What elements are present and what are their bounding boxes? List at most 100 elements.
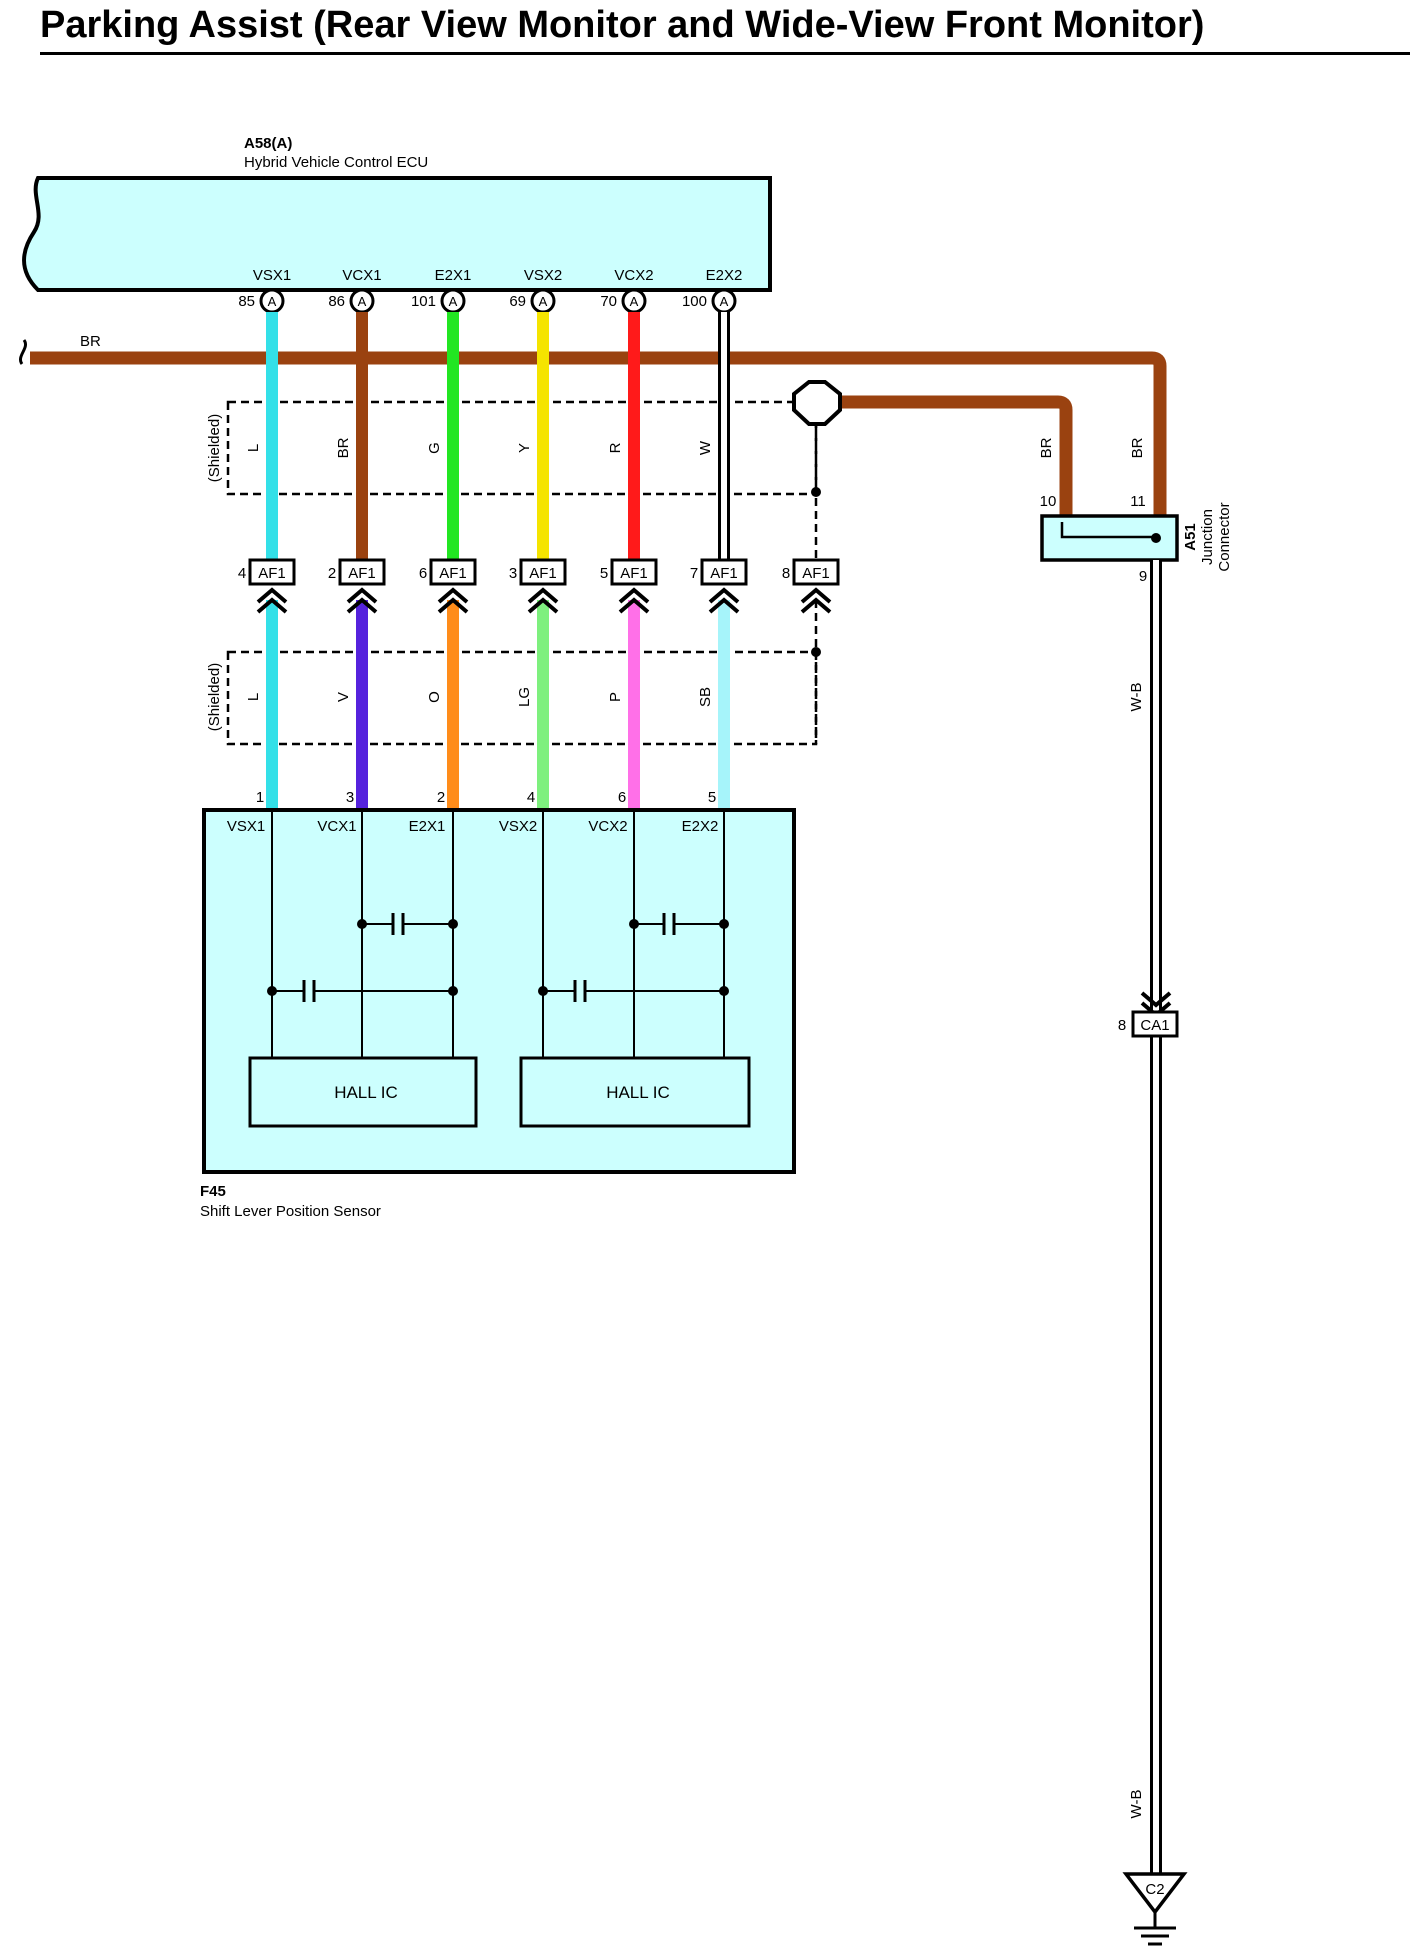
ca1-label: CA1 <box>1140 1017 1169 1034</box>
upper-wire-code-1: L <box>245 444 262 452</box>
af1-box-3 <box>519 558 567 586</box>
af1-box-8 <box>792 558 840 586</box>
junction-pin-left: 10 <box>1040 493 1057 510</box>
ecu-terminal-name-vcx1: VCX1 <box>342 267 381 284</box>
af1-chevron <box>527 587 559 614</box>
af1-chevron <box>437 587 469 614</box>
ecu-terminal-letter: A <box>449 294 458 309</box>
sensor-pin: 1 <box>256 789 264 806</box>
circuit-node <box>448 919 458 929</box>
wb-label-lower: W-B <box>1128 1790 1145 1819</box>
br-bus-label: BR <box>80 333 101 350</box>
af1-chevron <box>800 587 832 614</box>
upper-wire-g <box>447 312 459 560</box>
junction-internal-link <box>1060 522 1156 539</box>
ecu-terminal-name-vsx1: VSX1 <box>253 267 291 284</box>
af1-box-7 <box>700 558 748 586</box>
ecu-terminal-name-vsx2: VSX2 <box>524 267 562 284</box>
circuit-node <box>448 986 458 996</box>
upper-shield-label: (Shielded) <box>206 414 223 482</box>
upper-shield-box <box>226 400 818 496</box>
af1-box-5 <box>610 558 658 586</box>
upper-wire-r <box>628 312 640 560</box>
upper-wire-l <box>266 312 278 560</box>
sensor-terminal-e2x2: E2X2 <box>682 818 719 835</box>
junction-wire-left-label: BR <box>1038 437 1055 458</box>
ecu-terminal-pin: 85 <box>238 293 255 310</box>
ground-label: C2 <box>1145 1881 1164 1898</box>
wb-wire-lower <box>1153 1034 1159 1876</box>
ground-triangle <box>1122 1872 1188 1915</box>
upper-wire-w <box>721 312 727 560</box>
af1-label: AF1 <box>710 565 738 582</box>
sensor-terminal-vcx2: VCX2 <box>588 818 627 835</box>
junction-internal-dot <box>1151 533 1161 543</box>
af1-chevron <box>708 587 740 614</box>
af1-pin: 5 <box>600 565 608 582</box>
ecu-name: Hybrid Vehicle Control ECU <box>244 154 428 171</box>
ecu-terminal-pin: 70 <box>600 293 617 310</box>
circuit-node <box>629 919 639 929</box>
ecu-terminal-name-e2x2: E2X2 <box>706 267 743 284</box>
ecu-terminal-pin: 100 <box>682 293 707 310</box>
upper-wire-br <box>356 312 368 560</box>
junction-name-line2: Connector <box>1216 502 1233 571</box>
ca1-connector-box <box>1131 1010 1179 1038</box>
lower-wire-v <box>356 600 368 810</box>
af1-pin: 7 <box>690 565 698 582</box>
shield-splice-octagon <box>792 380 842 426</box>
ecu-body <box>22 176 772 292</box>
af1-box-6 <box>429 558 477 586</box>
page-title: Parking Assist (Rear View Monitor and Wi… <box>40 4 1205 46</box>
ecu-terminal-letter: A <box>358 294 367 309</box>
af1-chevron <box>618 587 650 614</box>
sensor-terminal-vcx1: VCX1 <box>317 818 356 835</box>
sensor-terminal-e2x1: E2X1 <box>409 818 446 835</box>
lower-wire-l <box>266 600 278 810</box>
upper-wire-code-2: BR <box>335 437 352 458</box>
junction-code: A51 <box>1182 523 1199 551</box>
sensor-pin: 4 <box>527 789 535 806</box>
sensor-pin: 3 <box>346 789 354 806</box>
lower-wire-lg <box>537 600 549 810</box>
lower-wire-sb <box>718 600 730 810</box>
sensor-pin: 2 <box>437 789 445 806</box>
hall-ic-left <box>248 1056 478 1128</box>
junction-wire-right-label: BR <box>1129 437 1146 458</box>
ecu-terminal-name-e2x1: E2X1 <box>435 267 472 284</box>
ecu-terminal-letter: A <box>268 294 277 309</box>
sensor-terminal-vsx2: VSX2 <box>499 818 537 835</box>
ca1-pin: 8 <box>1118 1017 1126 1034</box>
sensor-pin: 6 <box>618 789 626 806</box>
ecu-terminal-letter: A <box>630 294 639 309</box>
circuit-node <box>538 986 548 996</box>
hall-ic-left-label: HALL IC <box>334 1083 398 1102</box>
ecu-code: A58(A) <box>244 135 292 152</box>
sensor-code: F45 <box>200 1183 226 1200</box>
junction-pin-bottom: 9 <box>1139 568 1147 585</box>
lower-shield-box <box>226 650 818 746</box>
upper-wire-code-4: Y <box>516 443 533 453</box>
upper-wire-code-6: W <box>697 440 714 455</box>
af1-pin: 3 <box>509 565 517 582</box>
upper-wire-code-5: R <box>607 442 624 453</box>
af1-pin: 2 <box>328 565 336 582</box>
junction-pin-right: 11 <box>1130 493 1146 510</box>
circuit-node <box>719 919 729 929</box>
shield-drain-wire <box>842 395 1073 522</box>
af1-box-2 <box>338 558 386 586</box>
junction-name-line1: Junction <box>1199 509 1216 565</box>
circuit-node <box>357 919 367 929</box>
br-bus-break <box>19 339 27 365</box>
af1-pin: 6 <box>419 565 427 582</box>
ecu-terminal-pin: 101 <box>411 293 436 310</box>
wb-wire-upper <box>1153 560 1159 1020</box>
br-bus-wire <box>30 351 1167 522</box>
lower-wire-code-2: V <box>335 692 352 702</box>
af1-label: AF1 <box>348 565 376 582</box>
ecu-terminal-letter: A <box>539 294 548 309</box>
ecu-terminal-pin: 86 <box>328 293 345 310</box>
